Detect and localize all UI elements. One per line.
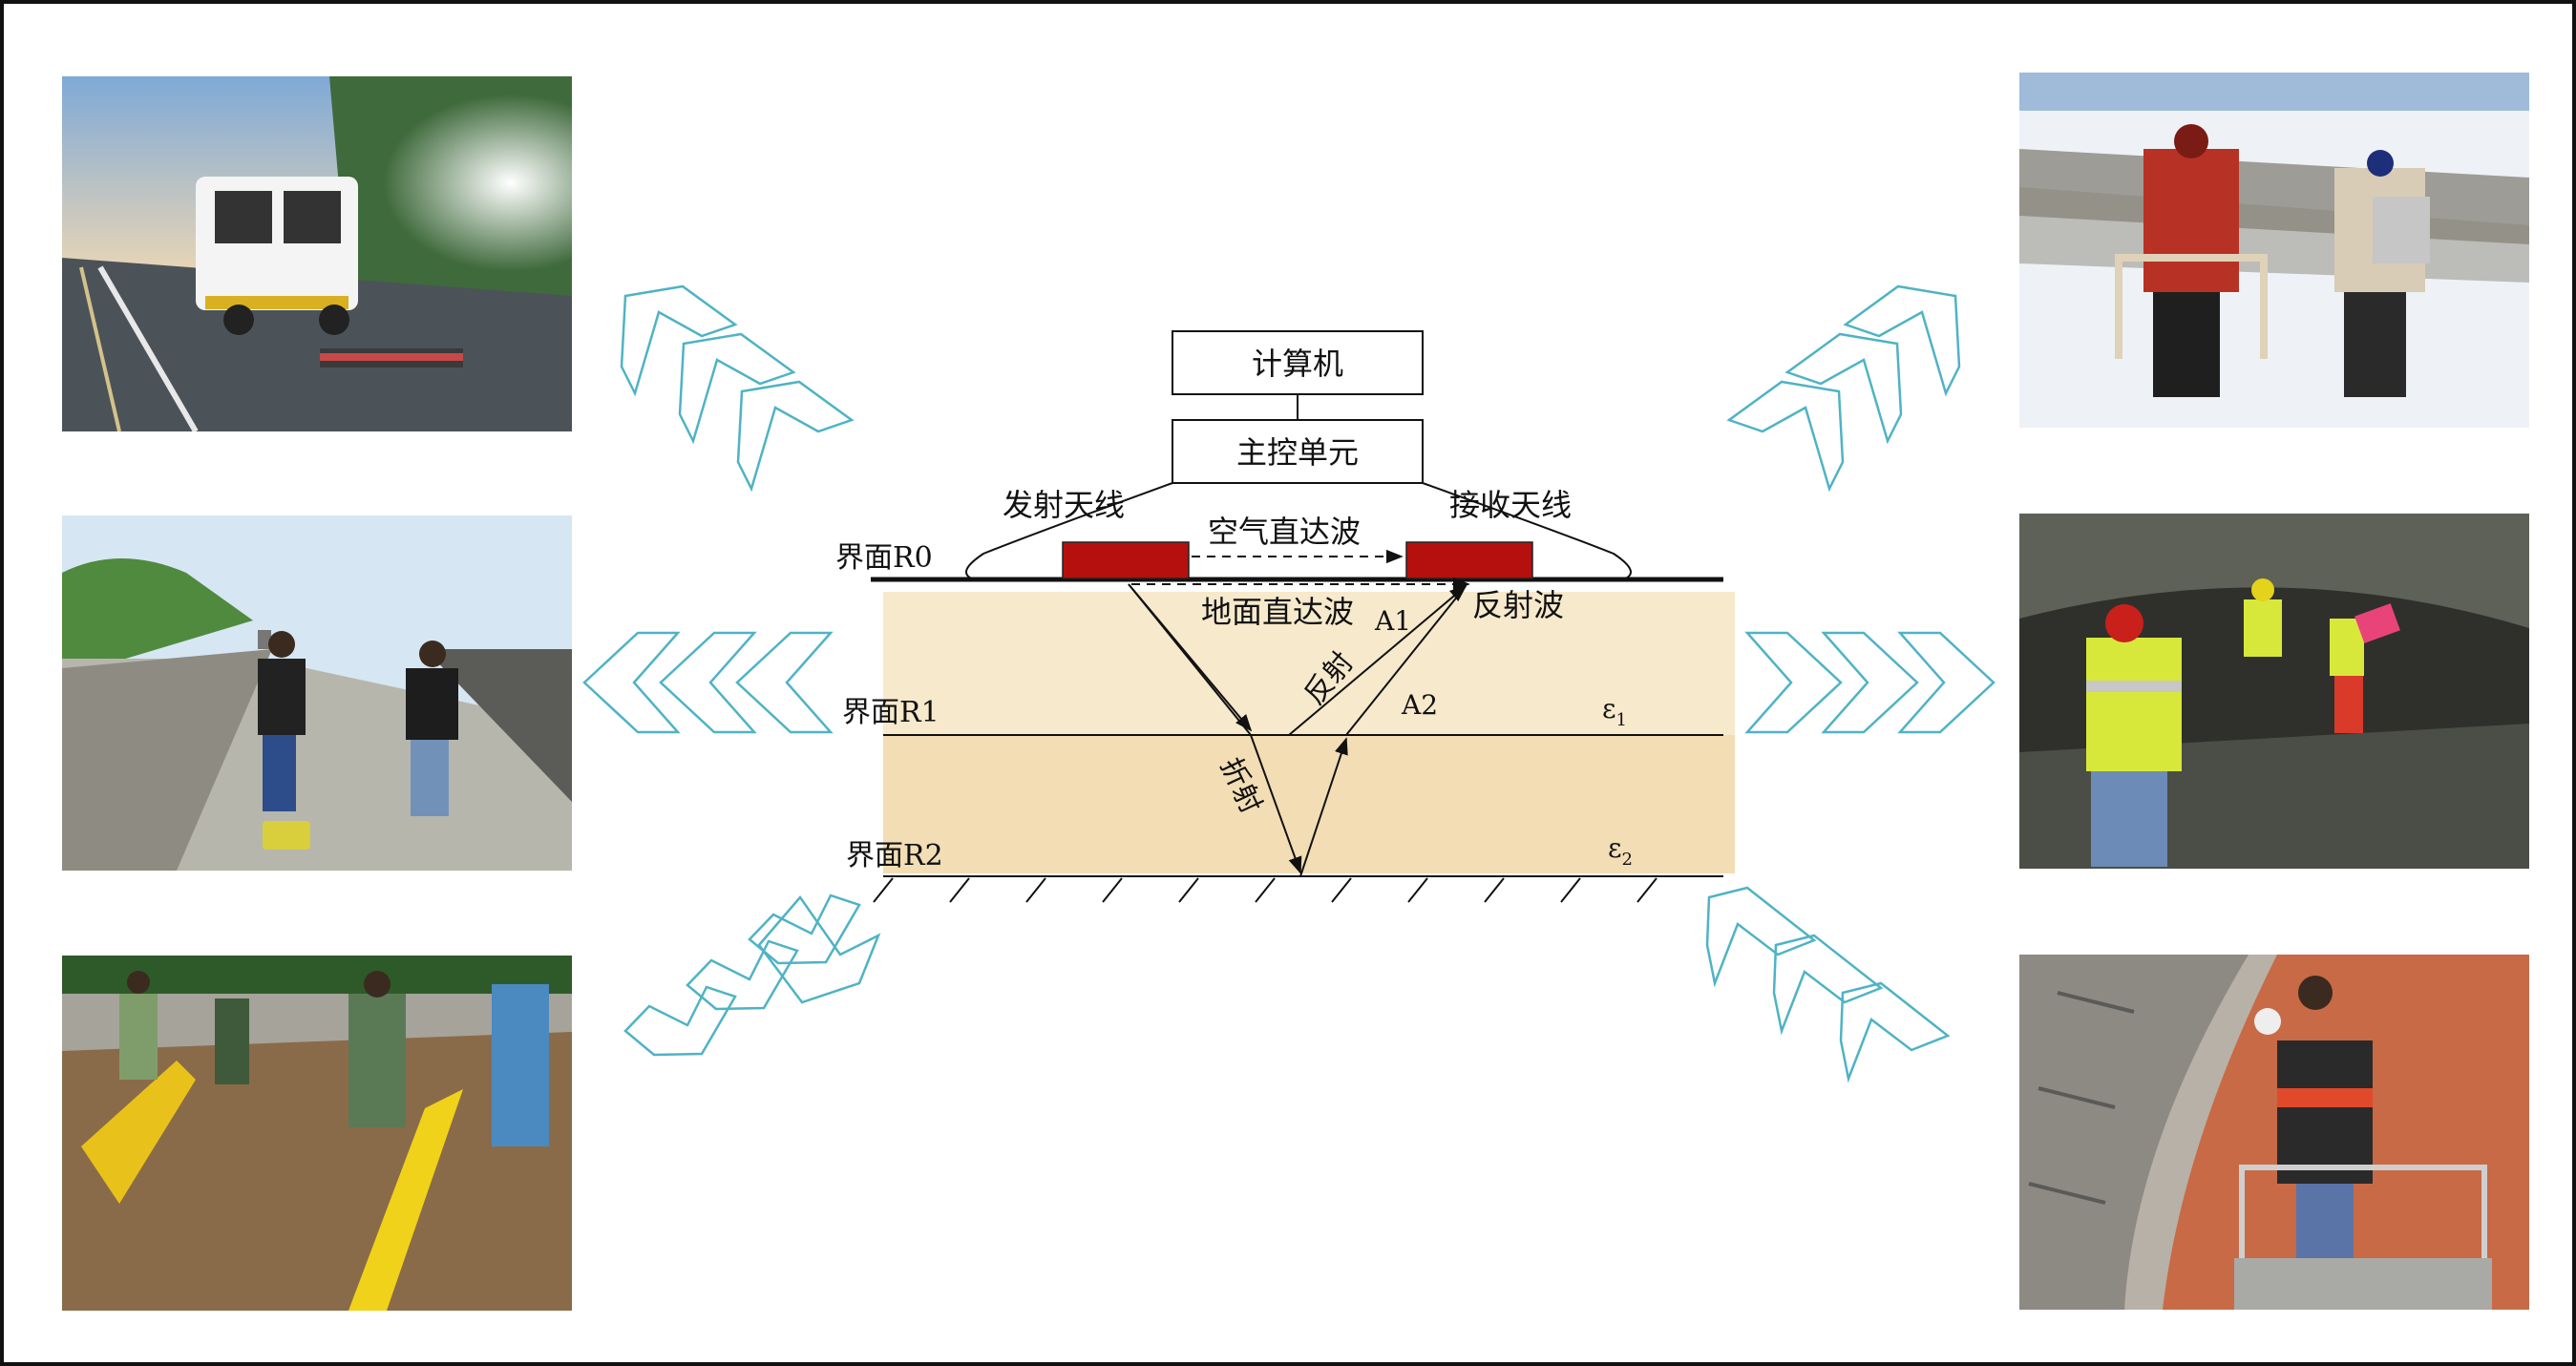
chevron-right-icon [1744,631,1995,734]
reflected-ray-2 [1345,585,1467,736]
receive-cable [1422,482,1632,580]
computer-box [1172,330,1424,395]
point-a2-label: A2 [1401,689,1438,721]
receive-antenna [1405,541,1533,579]
chevron-up-left-icon [620,284,855,493]
snow-field-survey-photo [2019,73,2529,428]
transmit-antenna-label: 发射天线 [1003,487,1125,523]
reflected-wave-label: 反射波 [1472,587,1564,623]
bridge-arch-inspection-photo [2019,955,2529,1310]
receive-antenna-label: 接收天线 [1449,487,1572,523]
interface-r1-label: 界面R1 [842,696,940,729]
chevron-down-right-icon [1705,886,1951,1083]
city-wall-survey-photo [62,515,572,871]
incident-ray-2 [1128,583,1252,736]
point-a1-label: A1 [1374,605,1411,637]
reflected-ray-1 [1288,584,1467,736]
air-direct-wave-label: 空气直达波 [1208,514,1361,550]
tunnel-survey-photo [2019,514,2529,869]
vehicle-road-survey-photo [62,76,572,431]
soil-layer-1 [883,592,1735,735]
interface-r0-label: 界面R0 [835,541,933,575]
epsilon-1-label: ε1 [1602,693,1627,730]
interface-r2-label: 界面R2 [846,839,943,872]
bedrock-hatching [873,877,1658,903]
transmit-cable [965,482,1173,580]
transmit-antenna [1062,541,1190,579]
computer-label: 计算机 [1252,346,1343,382]
refracted-ray [1250,734,1302,874]
chevron-left-icon [582,631,834,734]
epsilon-2-label: ε2 [1608,832,1633,870]
chevron-up-right-icon [1726,284,1961,493]
chevron-down-left-icon [623,893,881,1057]
upgoing-ray [1299,737,1348,877]
control-unit-label: 主控单元 [1236,434,1359,471]
ground-excavation-survey-photo [62,956,572,1311]
ground-direct-wave-label: 地面直达波 [1201,594,1354,630]
